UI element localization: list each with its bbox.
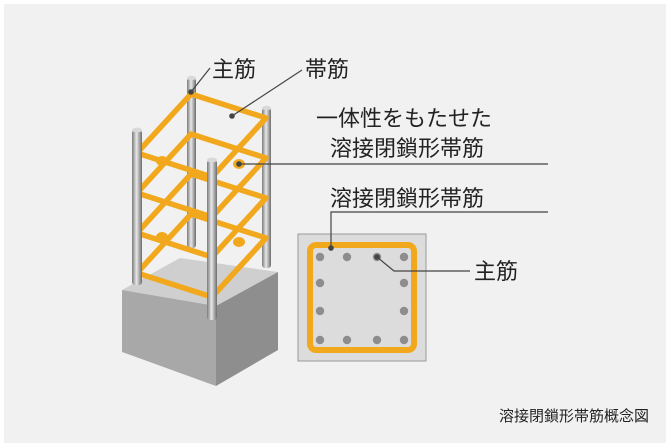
welded-hoops [134,91,269,300]
caption: 溶接閉鎖形帯筋概念図 [499,407,649,425]
label-integrated-line1: 一体性をもたせた [316,107,492,132]
cross-section [297,233,427,362]
leader-dots [188,89,380,260]
leader-lines [190,67,548,272]
label-welded-hoop: 溶接閉鎖形帯筋 [330,187,484,212]
section-rebar-dots [315,252,409,345]
label-main-rebar: 主筋 [212,58,256,83]
weld-points [156,156,245,247]
label-hoop: 帯筋 [305,58,349,83]
background-panel [4,4,666,443]
back-rebars [187,75,271,268]
front-rebars [132,127,217,320]
label-integrated-line2: 溶接閉鎖形帯筋 [330,137,484,162]
label-section-main-rebar: 主筋 [474,260,518,285]
